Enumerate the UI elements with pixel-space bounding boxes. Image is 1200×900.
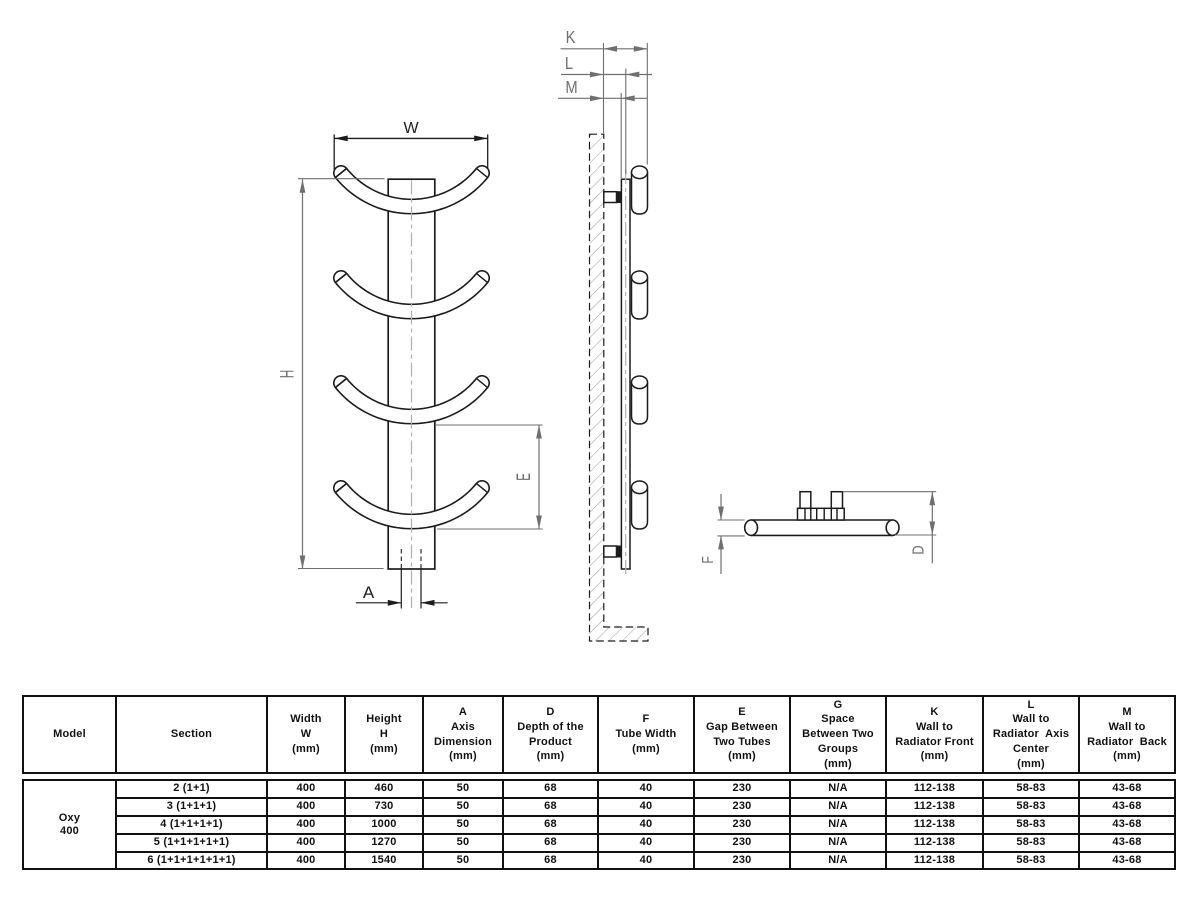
svg-text:M: M [565, 78, 577, 98]
svg-text:L: L [565, 54, 573, 74]
svg-text:W: W [403, 120, 419, 137]
svg-text:E: E [514, 473, 534, 481]
svg-text:F: F [698, 556, 716, 564]
svg-text:A: A [363, 583, 375, 602]
svg-text:D: D [910, 545, 928, 554]
svg-text:K: K [566, 28, 576, 48]
svg-text:H: H [278, 370, 298, 379]
